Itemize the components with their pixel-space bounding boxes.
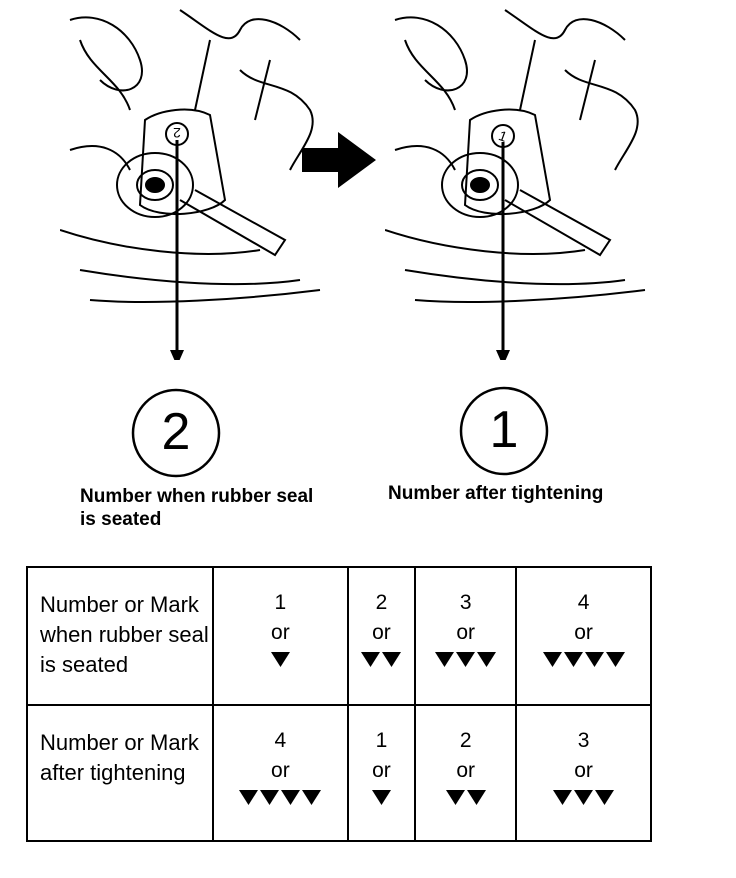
triangle-mark-icon: [270, 652, 290, 667]
table-cell: 3 or: [515, 704, 652, 842]
triangle-mark-icon: [361, 652, 381, 667]
cell-or: or: [271, 621, 290, 644]
callout-number-tightened: 1: [489, 401, 519, 459]
triangle-marks: [517, 790, 650, 816]
callout-number-seated: 2: [161, 403, 191, 461]
table-cell: 1 or: [212, 565, 349, 707]
triangle-mark-icon: [595, 790, 615, 806]
cell-number: 3: [459, 591, 472, 614]
triangle-mark-icon: [302, 790, 322, 806]
table-cell: 2 or: [414, 704, 518, 842]
cell-or: or: [372, 759, 391, 783]
triangle-marks: [214, 790, 347, 816]
cell-number: 4: [577, 591, 590, 614]
sequence-arrow-icon: [300, 130, 380, 190]
dial-mark-right: 1: [497, 127, 510, 145]
triangle-mark-icon: [260, 790, 280, 806]
caption-tightened: Number after tightening: [388, 483, 604, 504]
cell-or: or: [574, 621, 593, 644]
triangle-mark-icon: [435, 652, 455, 667]
triangle-marks: [416, 652, 515, 678]
triangle-mark-icon: [574, 790, 594, 806]
cell-number: 2: [459, 729, 472, 753]
triangle-mark-icon: [239, 790, 259, 806]
table-cell: 2 or: [346, 565, 417, 707]
cell-number: 2: [375, 591, 388, 614]
triangle-marks: [416, 790, 515, 816]
table-row-seated: Number or Mark when rubber seal is seate…: [26, 565, 652, 707]
triangle-marks: [349, 790, 414, 816]
table-cell: 4 or: [212, 704, 349, 842]
cell-or: or: [574, 759, 593, 783]
cell-or: or: [456, 621, 476, 644]
table-cell: 4 or: [515, 565, 652, 707]
triangle-mark-icon: [371, 790, 391, 806]
dial-mark-left: 2: [173, 125, 181, 141]
row-header-tightened: Number or Mark after tightening: [26, 704, 214, 842]
table-cell: 1 or: [346, 704, 417, 842]
triangle-mark-icon: [445, 790, 465, 806]
cell-number: 3: [577, 729, 590, 753]
triangle-mark-icon: [382, 652, 402, 667]
triangle-mark-icon: [605, 652, 625, 667]
cell-or: or: [271, 759, 290, 783]
triangle-mark-icon: [542, 652, 562, 667]
triangle-mark-icon: [563, 652, 583, 667]
cell-number: 4: [274, 729, 287, 753]
callout-circle-tightened: 1: [459, 386, 549, 476]
row-header-seated: Number or Mark when rubber seal is seate…: [26, 565, 214, 707]
triangle-mark-icon: [466, 790, 486, 806]
cell-number: 1: [375, 729, 388, 753]
triangle-mark-icon: [477, 652, 497, 667]
filter-illustration-seated: 2: [59, 0, 360, 366]
table-cell: 3 or: [414, 565, 518, 707]
triangle-mark-icon: [281, 790, 301, 806]
caption-seated: Number when rubber seal is seated: [80, 486, 314, 530]
triangle-marks: [349, 652, 414, 678]
callout-circle-seated: 2: [131, 388, 221, 478]
triangle-marks: [517, 652, 650, 678]
filter-illustration-tightened: 1: [384, 0, 685, 366]
triangle-marks: [214, 652, 347, 678]
cell-or: or: [456, 759, 476, 783]
cell-or: or: [372, 621, 391, 644]
triangle-mark-icon: [584, 652, 604, 667]
triangle-mark-icon: [456, 652, 476, 667]
mark-table: Number or Mark when rubber seal is seate…: [26, 565, 652, 842]
cell-number: 1: [274, 591, 287, 614]
triangle-mark-icon: [553, 790, 573, 806]
